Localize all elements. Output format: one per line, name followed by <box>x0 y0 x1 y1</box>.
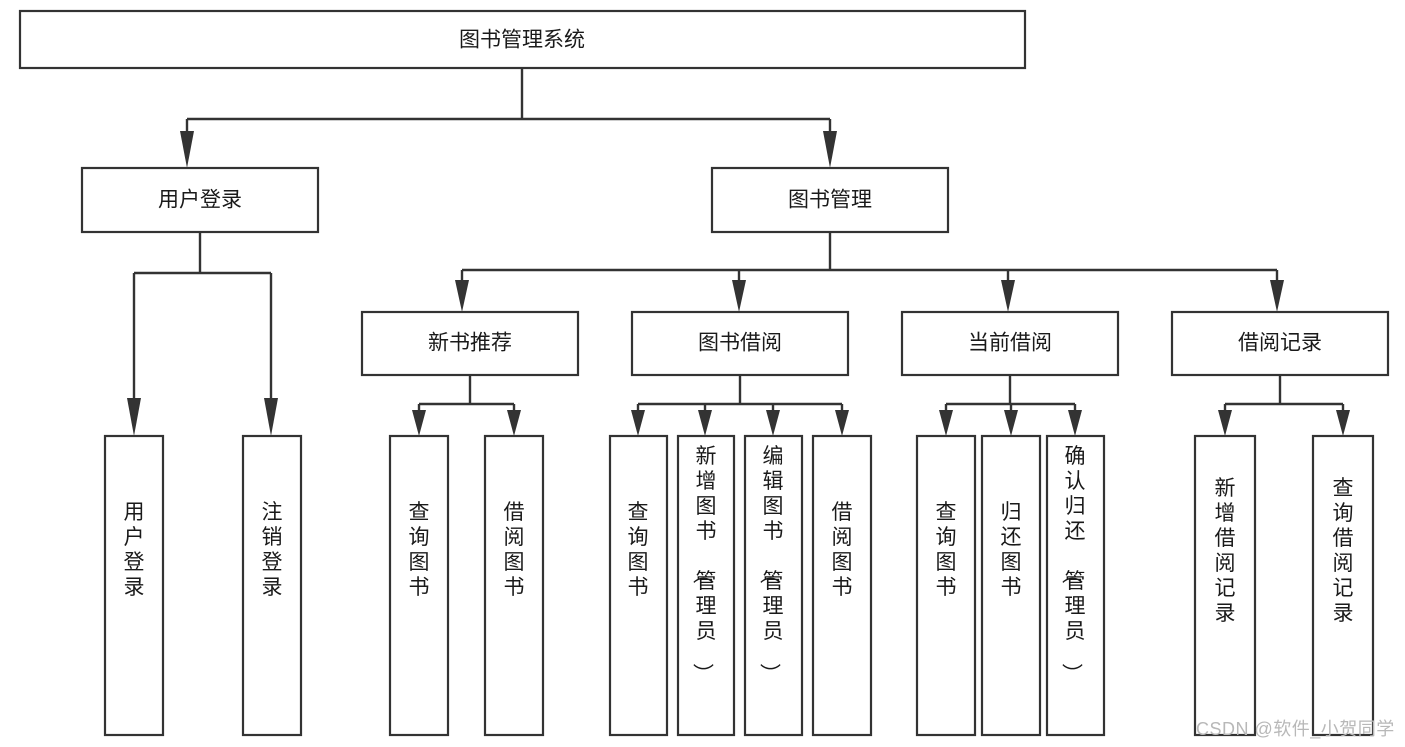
node-borrow-record[interactable]: 借阅记录 <box>1170 310 1390 377</box>
node-leaf-borrow-book-1-label: 借阅图书 <box>504 501 525 599</box>
edge-group-current-borrow <box>939 375 1082 436</box>
node-leaf-query-record-box[interactable] <box>1311 434 1375 737</box>
arrow-head-icon <box>1270 280 1284 312</box>
arrow-head-icon <box>732 280 746 312</box>
node-leaf-edit-book-label: 编辑图书（管理员） <box>758 445 784 684</box>
arrow-head-icon <box>698 410 712 436</box>
node-leaf-query-record-label: 查询借阅记录 <box>1333 477 1354 625</box>
node-leaf-edit-book-box[interactable] <box>743 434 804 737</box>
node-book-manage[interactable]: 图书管理 <box>710 166 950 234</box>
node-leaf-add-record-label: 新增借阅记录 <box>1215 477 1236 625</box>
node-current-borrow-label: 当前借阅 <box>968 332 1052 355</box>
arrow-head-icon <box>412 410 426 436</box>
node-new-book-rec[interactable]: 新书推荐 <box>360 310 580 377</box>
node-leaf-return-book-label: 归还图书 <box>1001 501 1022 599</box>
node-root[interactable]: 图书管理系统 <box>18 9 1027 70</box>
arrow-head-icon <box>455 280 469 312</box>
node-leaf-query-book-2-box[interactable] <box>608 434 669 737</box>
edge-group-borrow-record <box>1218 375 1350 436</box>
arrow-head-icon <box>823 131 837 168</box>
node-borrow-record-label: 借阅记录 <box>1238 332 1322 355</box>
arrow-head-icon <box>1336 410 1350 436</box>
node-new-book-rec-box[interactable] <box>360 310 580 377</box>
edge-group-new-book-rec <box>412 375 521 436</box>
node-leaf-logout-box[interactable] <box>241 434 303 737</box>
node-current-borrow[interactable]: 当前借阅 <box>900 310 1120 377</box>
node-leaf-user-login[interactable]: 用户登录 <box>103 434 165 737</box>
node-new-book-rec-label: 新书推荐 <box>428 332 512 355</box>
node-leaf-add-book[interactable]: 新增图书（管理员） <box>676 434 736 737</box>
node-book-manage-label: 图书管理 <box>788 189 872 212</box>
node-leaf-return-book[interactable]: 归还图书 <box>980 434 1042 737</box>
node-leaf-add-record[interactable]: 新增借阅记录 <box>1193 434 1257 737</box>
edge-group-book-borrow <box>631 375 849 436</box>
node-leaf-add-book-label: 新增图书（管理员） <box>691 445 717 684</box>
node-leaf-query-book-3-box[interactable] <box>915 434 977 737</box>
node-book-manage-box[interactable] <box>710 166 950 234</box>
arrow-head-icon <box>631 410 645 436</box>
node-leaf-query-record[interactable]: 查询借阅记录 <box>1311 434 1375 737</box>
arrow-head-icon <box>180 131 194 168</box>
node-leaf-return-book-box[interactable] <box>980 434 1042 737</box>
arrow-head-icon <box>1068 410 1082 436</box>
node-leaf-borrow-book-1-box[interactable] <box>483 434 545 737</box>
node-leaf-confirm-return-box[interactable] <box>1045 434 1106 737</box>
node-user-login-box[interactable] <box>80 166 320 234</box>
node-leaf-confirm-return-label: 确认归还（管理员） <box>1060 445 1086 684</box>
arrow-head-icon <box>1001 280 1015 312</box>
node-leaf-borrow-book-2-box[interactable] <box>811 434 873 737</box>
node-leaf-edit-book[interactable]: 编辑图书（管理员） <box>743 434 804 737</box>
node-leaf-query-book-1[interactable]: 查询图书 <box>388 434 450 737</box>
watermark: CSDN @软件_小贺同学 <box>1196 719 1395 740</box>
node-leaf-query-book-3-label: 查询图书 <box>936 501 957 599</box>
node-leaf-query-book-2-label: 查询图书 <box>628 501 649 599</box>
arrow-head-icon <box>766 410 780 436</box>
node-root-box[interactable] <box>18 9 1027 70</box>
node-leaf-logout-label: 注销登录 <box>262 501 283 599</box>
edge-group-user-login <box>127 232 278 436</box>
arrow-head-icon <box>507 410 521 436</box>
node-current-borrow-box[interactable] <box>900 310 1120 377</box>
node-leaf-confirm-return[interactable]: 确认归还（管理员） <box>1045 434 1106 737</box>
node-leaf-logout[interactable]: 注销登录 <box>241 434 303 737</box>
arrow-head-icon <box>1218 410 1232 436</box>
node-user-login-label: 用户登录 <box>158 189 242 212</box>
node-user-login[interactable]: 用户登录 <box>80 166 320 234</box>
arrow-head-icon <box>264 398 278 436</box>
node-book-borrow-box[interactable] <box>630 310 850 377</box>
node-leaf-query-book-1-box[interactable] <box>388 434 450 737</box>
node-book-borrow-label: 图书借阅 <box>698 332 782 355</box>
node-leaf-query-book-2[interactable]: 查询图书 <box>608 434 669 737</box>
node-leaf-query-book-3[interactable]: 查询图书 <box>915 434 977 737</box>
node-book-borrow[interactable]: 图书借阅 <box>630 310 850 377</box>
node-leaf-add-book-box[interactable] <box>676 434 736 737</box>
arrow-head-icon <box>1004 410 1018 436</box>
node-leaf-borrow-book-1[interactable]: 借阅图书 <box>483 434 545 737</box>
arrow-head-icon <box>127 398 141 436</box>
node-leaf-borrow-book-2[interactable]: 借阅图书 <box>811 434 873 737</box>
arrow-head-icon <box>939 410 953 436</box>
node-borrow-record-box[interactable] <box>1170 310 1390 377</box>
node-leaf-add-record-box[interactable] <box>1193 434 1257 737</box>
node-leaf-user-login-label: 用户登录 <box>124 501 145 599</box>
node-leaf-query-book-1-label: 查询图书 <box>409 501 430 599</box>
arrow-head-icon <box>835 410 849 436</box>
edge-group-book-manage <box>455 232 1284 312</box>
node-root-label: 图书管理系统 <box>459 29 585 52</box>
node-leaf-borrow-book-2-label: 借阅图书 <box>832 501 853 599</box>
node-leaf-user-login-box[interactable] <box>103 434 165 737</box>
edge-group-root <box>180 68 837 168</box>
